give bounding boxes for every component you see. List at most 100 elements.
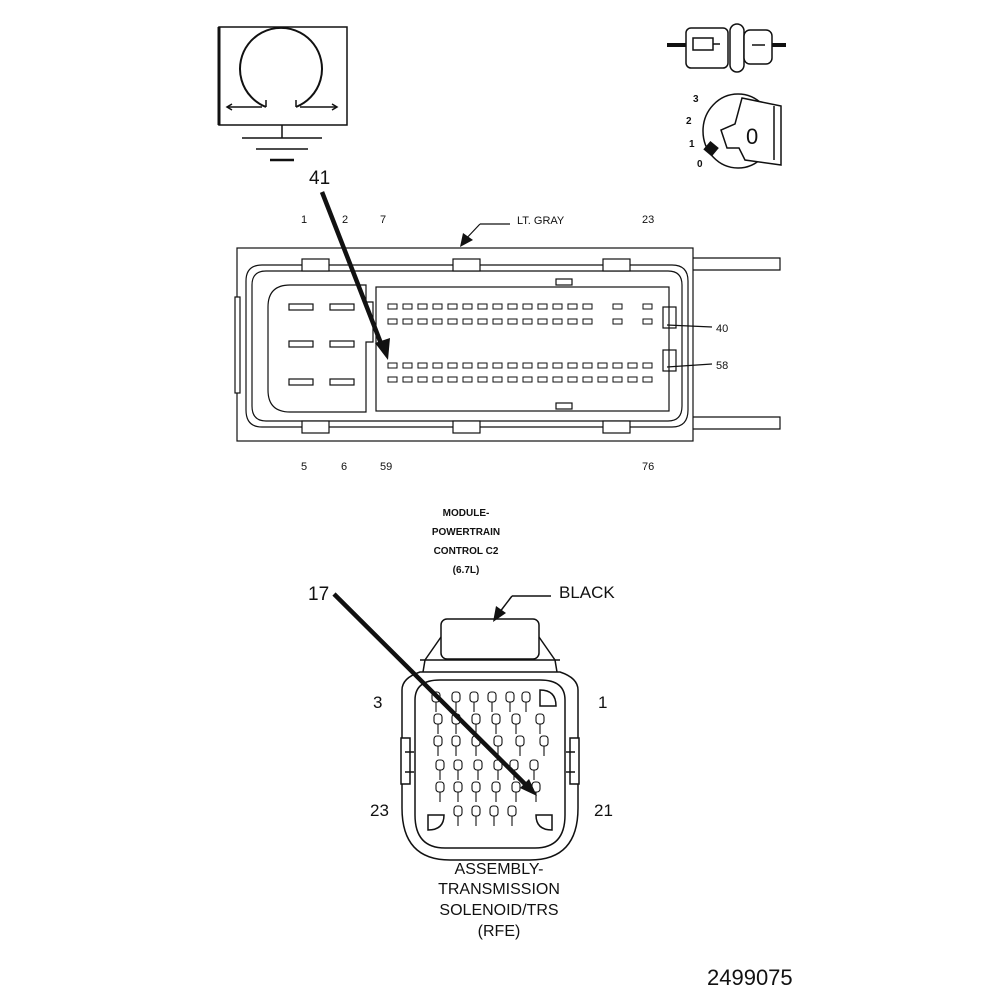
trans-color-label: BLACK xyxy=(559,583,615,602)
svg-text:MODULE-: MODULE- xyxy=(443,508,490,519)
pcm-pin-cavity xyxy=(522,362,533,369)
svg-text:CONTROL C2: CONTROL C2 xyxy=(434,546,499,557)
pcm-pin-40-label: 40 xyxy=(716,323,728,335)
pcm-pin-cavity xyxy=(387,318,398,325)
pcm-pin-cavity xyxy=(477,362,488,369)
pcm-pin-cavity xyxy=(507,362,518,369)
pcm-pin-grid xyxy=(387,303,653,383)
pcm-pin-cavity xyxy=(567,376,578,383)
pcm-pin-cavity xyxy=(642,376,653,383)
pcm-pin-1-label: 1 xyxy=(301,214,307,226)
pcm-pin-cavity xyxy=(582,318,593,325)
svg-text:TRANSMISSION: TRANSMISSION xyxy=(438,881,560,898)
trans-pin-21-label: 21 xyxy=(594,801,613,820)
pcm-pin-cavity xyxy=(492,362,503,369)
ignition-pos-0: 0 xyxy=(697,159,703,170)
pcm-pin-cavity xyxy=(642,318,653,325)
pcm-pin-cavity xyxy=(537,303,548,310)
pcm-pin-cavity xyxy=(402,303,413,310)
pcm-color-leader-arrow xyxy=(460,233,473,247)
pcm-pin-cavity xyxy=(522,303,533,310)
pcm-pin-cavity xyxy=(612,318,623,325)
pcm-pin-cavity xyxy=(552,318,563,325)
svg-text:POWERTRAIN: POWERTRAIN xyxy=(432,527,500,538)
pcm-pin-cavity xyxy=(462,376,473,383)
pcm-pin-76-label: 76 xyxy=(642,461,654,473)
pcm-pin-cavity xyxy=(432,376,443,383)
pcm-pin-cavity xyxy=(537,362,548,369)
pcm-pin-cavity xyxy=(492,376,503,383)
pcm-pin-cavity xyxy=(552,376,563,383)
pcm-pin-cavity xyxy=(507,376,518,383)
pcm-pin-cavity xyxy=(552,362,563,369)
ground-icon xyxy=(217,26,348,162)
pcm-pin-cavity xyxy=(612,303,623,310)
pcm-pin-cavity xyxy=(537,376,548,383)
pcm-pin-cavity xyxy=(567,303,578,310)
inline-connector-icon xyxy=(667,23,786,73)
pcm-pin-cavity xyxy=(432,318,443,325)
pcm-pin-cavity xyxy=(612,376,623,383)
svg-text:(RFE): (RFE) xyxy=(478,923,521,940)
pcm-pin-cavity xyxy=(477,318,488,325)
trans-callout-number: 17 xyxy=(308,584,329,605)
pcm-pin-cavity xyxy=(462,318,473,325)
trans-color-leader-arrow xyxy=(493,606,506,622)
ignition-switch-icon: 3 2 1 0 0 xyxy=(686,93,782,170)
pcm-color-label: LT. GRAY xyxy=(517,215,565,227)
pcm-connector xyxy=(234,223,781,442)
pcm-pin-cavity xyxy=(462,362,473,369)
pcm-pin-cavity xyxy=(567,362,578,369)
trans-callout-arrow-line xyxy=(332,592,528,787)
pcm-pin-cavity xyxy=(417,376,428,383)
pcm-pin-cavity xyxy=(627,376,638,383)
svg-text:(6.7L): (6.7L) xyxy=(453,565,480,576)
pcm-pin-cavity xyxy=(477,376,488,383)
pcm-large-pins xyxy=(288,303,355,386)
pcm-pin-cavity xyxy=(507,303,518,310)
trans-pin-cavities xyxy=(431,691,549,826)
pcm-pin-2-label: 2 xyxy=(342,214,348,226)
pcm-pin-cavity xyxy=(417,318,428,325)
trans-connector xyxy=(400,595,580,861)
pcm-pin-cavity xyxy=(447,303,458,310)
pcm-pin-cavity xyxy=(642,362,653,369)
pcm-pin-23-label: 23 xyxy=(642,214,654,226)
pcm-pin-6-label: 6 xyxy=(341,461,347,473)
pcm-pin-7-label: 7 xyxy=(380,214,386,226)
pcm-pin-cavity xyxy=(507,318,518,325)
trans-callout-arrow-head xyxy=(520,779,537,796)
pcm-pin-cavity xyxy=(627,362,638,369)
pcm-pin-cavity xyxy=(417,303,428,310)
pcm-pin-cavity xyxy=(477,303,488,310)
trans-pin-1-label: 1 xyxy=(598,693,607,712)
pcm-pin-cavity xyxy=(582,376,593,383)
pcm-pin-cavity xyxy=(432,303,443,310)
svg-text:ASSEMBLY-: ASSEMBLY- xyxy=(455,861,544,878)
svg-text:SOLENOID/TRS: SOLENOID/TRS xyxy=(439,902,558,919)
pcm-title: MODULE- POWERTRAIN CONTROL C2 (6.7L) xyxy=(432,508,500,576)
pcm-pin-5-label: 5 xyxy=(301,461,307,473)
pcm-pin-cavity xyxy=(447,318,458,325)
pcm-pin-cavity xyxy=(567,318,578,325)
pcm-pin-cavity xyxy=(612,362,623,369)
ignition-pos-3: 3 xyxy=(693,94,699,105)
pcm-pin-cavity xyxy=(597,376,608,383)
pcm-pin-cavity xyxy=(417,362,428,369)
ignition-pos-1: 1 xyxy=(689,139,695,150)
pcm-callout-number: 41 xyxy=(309,168,330,189)
trans-pin-23-label: 23 xyxy=(370,801,389,820)
pcm-pin-cavity xyxy=(447,376,458,383)
pcm-pin-59-label: 59 xyxy=(380,461,392,473)
trans-pin-3-label: 3 xyxy=(373,693,382,712)
pcm-pin-cavity xyxy=(432,362,443,369)
pcm-pin-cavity xyxy=(387,303,398,310)
pcm-pin-cavity xyxy=(582,362,593,369)
pcm-pin-cavity xyxy=(387,376,398,383)
pcm-pin-cavity xyxy=(522,376,533,383)
pcm-pin-cavity xyxy=(537,318,548,325)
pcm-pin-cavity xyxy=(582,303,593,310)
pcm-pin-cavity xyxy=(492,318,503,325)
pcm-pin-cavity xyxy=(552,303,563,310)
